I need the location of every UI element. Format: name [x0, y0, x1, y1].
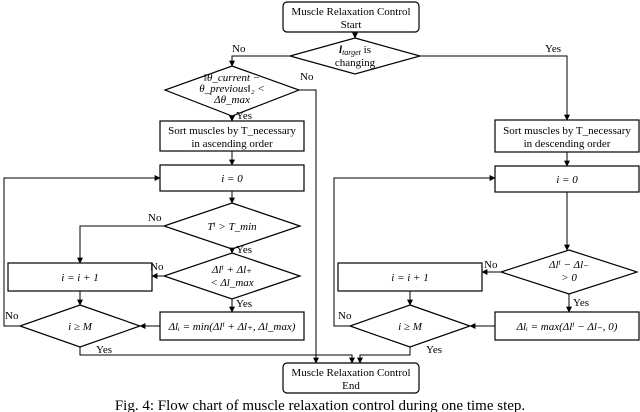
flow-theta-no	[299, 89, 319, 364]
no-label-tmin: No	[148, 212, 162, 224]
flow-changing-no	[229, 55, 290, 67]
end-label-line2: End	[342, 380, 360, 392]
changing-label-line2: changing	[335, 57, 376, 69]
theta-label-line2: θ_previous‖₂ <	[199, 83, 264, 95]
dl-plus-decision	[162, 252, 302, 300]
yes-label-dl-minus: Yes	[573, 297, 589, 309]
ge-right-label: i ≥ M	[398, 321, 423, 333]
yes-label-theta: Yes	[236, 110, 252, 122]
incr-right-label: i = i + 1	[391, 272, 428, 284]
dl-plus-line2: < Δl_max	[210, 277, 253, 289]
incr-left-label: i = i + 1	[61, 272, 98, 284]
no-label-dl-minus: No	[484, 259, 498, 271]
incr-left-box	[7, 262, 153, 292]
no-label-changing: No	[232, 43, 246, 55]
no-label-ge-left: No	[5, 310, 19, 322]
dl-minus-line2: > 0	[561, 272, 577, 284]
dl-minus-line1: Δlⁱ − Δl₋	[548, 259, 589, 271]
no-label-dl-plus: No	[150, 261, 164, 273]
no-label-ge-right: No	[338, 310, 352, 322]
no-label-theta: No	[300, 71, 314, 83]
assign-zero-box	[494, 311, 640, 341]
changing-label-line1: ltarget is	[339, 44, 371, 57]
sort-ascending-box	[159, 120, 305, 152]
yes-label-tmin: Yes	[236, 244, 252, 256]
yes-label-ge-left: Yes	[96, 344, 112, 356]
end-label-line1: Muscle Relaxation Control	[291, 367, 410, 379]
flow-ge-left-no	[3, 175, 161, 327]
sort-asc-line2: in ascending order	[191, 138, 273, 150]
flow-changing-yes	[420, 55, 570, 121]
flow-ge-right-no	[333, 175, 496, 327]
assign-max-label: Δlᵢ = min(Δlⁱ + Δl₊, Δl_max)	[168, 321, 296, 333]
incr-right-box	[337, 262, 483, 292]
yes-label-changing: Yes	[545, 43, 561, 55]
ge-left-label: i ≥ M	[68, 321, 93, 333]
start-label-line2: Start	[341, 19, 362, 31]
theta-label-line3: Δθ_max	[213, 94, 250, 106]
tmin-label: Tⁱ > T_min	[207, 221, 257, 233]
assign-max-box	[159, 311, 305, 341]
init-left-label: i = 0	[221, 173, 243, 185]
start-label-line1: Muscle Relaxation Control	[291, 6, 410, 18]
changing-decision	[287, 37, 423, 75]
sort-asc-line1: Sort muscles by T_necessary	[168, 125, 296, 137]
dl-plus-line1: Δlⁱ + Δl₊	[211, 264, 252, 276]
start-terminal	[282, 1, 420, 33]
sort-desc-line1: Sort muscles by T_necessary	[503, 125, 631, 137]
theta-label-line1: ‖θ_current −	[204, 72, 260, 84]
yes-label-ge-right: Yes	[426, 344, 442, 356]
flow-ge-left-yes	[79, 347, 355, 364]
flow-ge-right-yes	[357, 347, 411, 364]
flow-tmin-no	[77, 225, 164, 264]
init-right-label: i = 0	[556, 174, 578, 186]
figure-caption: Fig. 4: Flow chart of muscle relaxation …	[115, 398, 525, 412]
sort-desc-line2: in descending order	[524, 138, 611, 150]
assign-zero-label: Δlᵢ = max(Δlⁱ − Δl₋, 0)	[516, 321, 618, 333]
yes-label-dl-plus: Yes	[236, 298, 252, 310]
sort-descending-box	[494, 119, 640, 153]
